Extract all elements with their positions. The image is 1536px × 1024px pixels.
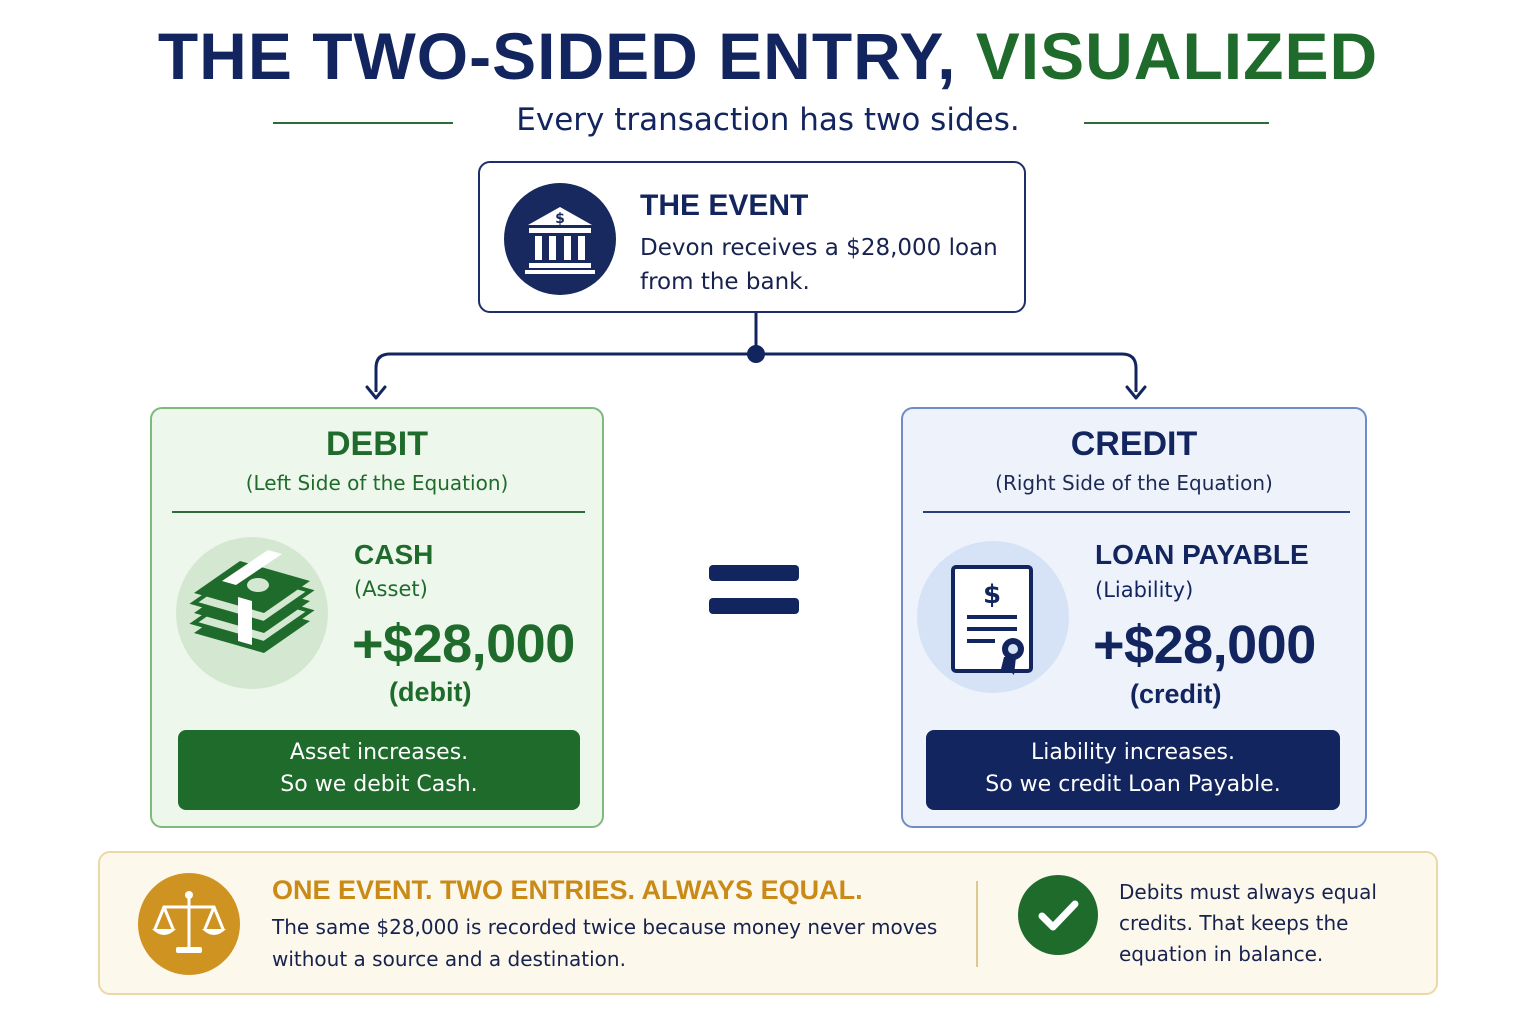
event-card: $ THE EVENT Devon receives a $28,000 loa… xyxy=(478,161,1026,313)
page-title: THE TWO-SIDED ENTRY, VISUALIZED xyxy=(0,18,1536,94)
credit-account-name: LOAN PAYABLE xyxy=(1095,539,1309,570)
summary-heading: ONE EVENT. TWO ENTRIES. ALWAYS EQUAL. xyxy=(272,875,863,905)
debit-divider xyxy=(172,511,585,513)
subtitle-rule-right xyxy=(1084,122,1269,124)
debit-amount-note: (debit) xyxy=(389,677,472,707)
svg-text:$: $ xyxy=(983,580,1001,610)
debit-subtitle: (Left Side of the Equation) xyxy=(245,471,509,495)
equals-sign-icon xyxy=(709,565,799,581)
debit-explanation: Asset increases. So we debit Cash. xyxy=(178,730,580,810)
equals-sign-bottom-bar xyxy=(709,598,799,614)
debit-account-type: (Asset) xyxy=(354,577,428,601)
credit-subtitle: (Right Side of the Equation) xyxy=(995,471,1273,495)
checkmark-icon xyxy=(1018,875,1098,955)
cash-stack-icon xyxy=(176,537,328,689)
summary-body: The same $28,000 is recorded twice becau… xyxy=(272,915,938,971)
credit-explanation-line2: So we credit Loan Payable. xyxy=(985,772,1281,797)
debit-title: DEBIT xyxy=(326,425,428,463)
credit-account-type: (Liability) xyxy=(1095,578,1194,602)
credit-divider xyxy=(923,511,1350,513)
credit-explanation: Liability increases. So we credit Loan P… xyxy=(926,730,1340,810)
credit-title: CREDIT xyxy=(1070,425,1198,463)
balance-scale-icon xyxy=(138,873,240,975)
summary-divider xyxy=(976,881,978,967)
subtitle-row: Every transaction has two sides. xyxy=(0,100,1536,144)
debit-explanation-line1: Asset increases. xyxy=(289,740,469,765)
title-accent: VISUALIZED xyxy=(975,19,1379,93)
credit-amount: +$28,000 xyxy=(1093,615,1316,675)
debit-panel: DEBIT (Left Side of the Equation) CASH (… xyxy=(150,407,604,828)
credit-panel: CREDIT (Right Side of the Equation) $ LO… xyxy=(901,407,1367,828)
subtitle-rule-left xyxy=(273,122,453,124)
credit-explanation-line1: Liability increases. xyxy=(1031,740,1235,765)
debit-account-name: CASH xyxy=(354,539,434,570)
credit-amount-note: (credit) xyxy=(1130,679,1222,709)
event-heading: THE EVENT xyxy=(640,189,809,222)
event-description: Devon receives a $28,000 loan from the b… xyxy=(640,235,998,295)
loan-document-icon: $ xyxy=(917,541,1069,693)
debit-amount: +$28,000 xyxy=(352,614,575,674)
title-main: THE TWO-SIDED ENTRY, xyxy=(157,19,976,93)
summary-banner: ONE EVENT. TWO ENTRIES. ALWAYS EQUAL. Th… xyxy=(98,851,1438,995)
bank-icon: $ xyxy=(504,183,616,295)
subtitle: Every transaction has two sides. xyxy=(516,102,1020,138)
summary-right-text: Debits must always equal credits. That k… xyxy=(1119,880,1377,966)
svg-text:$: $ xyxy=(555,211,565,227)
debit-explanation-line2: So we debit Cash. xyxy=(280,772,478,797)
